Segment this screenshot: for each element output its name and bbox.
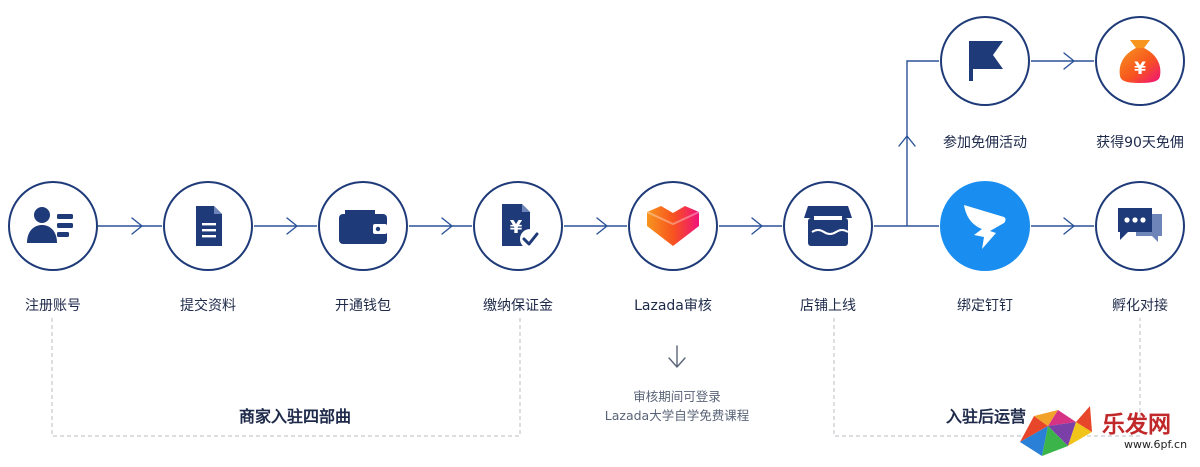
arrow-head <box>751 217 763 235</box>
onboarding-bracket <box>51 318 521 437</box>
operation-bracket <box>833 318 1141 437</box>
arrow-head <box>131 217 143 235</box>
step-dingtalk-circle <box>940 181 1030 271</box>
chat-bubble-icon <box>1114 204 1166 248</box>
arrow-head <box>1063 217 1075 235</box>
watermark-logo <box>1020 406 1092 456</box>
step-submit-circle <box>163 181 253 271</box>
lazada-heart-icon <box>644 204 702 248</box>
operation-section-title: 入驻后运营 <box>946 407 1027 426</box>
step-campaign-label: 参加免佣活动 <box>943 135 1027 151</box>
step-incubate-circle <box>1095 181 1185 271</box>
wallet-icon <box>335 204 391 248</box>
step-deposit-circle: ¥ <box>473 181 563 271</box>
step-submit-label: 提交资料 <box>180 298 236 314</box>
step-shop-circle <box>783 181 873 271</box>
storefront-icon <box>802 202 854 250</box>
review-note: 审核期间可登录 Lazada大学自学免费课程 <box>567 387 787 425</box>
step-incubate-label: 孵化对接 <box>1112 298 1168 314</box>
onboarding-section-title: 商家入驻四部曲 <box>239 407 352 426</box>
user-card-icon <box>25 203 81 249</box>
step-register-circle <box>8 181 98 271</box>
arrow-head <box>1063 52 1075 70</box>
connector-branch-up <box>906 60 939 226</box>
watermark-url: www.6pf.cn <box>1124 438 1188 451</box>
watermark-brand: 乐发网 <box>1102 411 1171 438</box>
step-free90-circle: ¥ <box>1095 16 1185 106</box>
review-note-line1: 审核期间可登录 <box>633 389 721 404</box>
dingtalk-icon <box>960 199 1010 253</box>
step-review-label: Lazada审核 <box>634 298 712 314</box>
document-icon <box>188 203 228 249</box>
arrow-head-up <box>898 135 916 147</box>
review-note-line2: Lazada大学自学免费课程 <box>604 408 750 423</box>
step-review-circle <box>628 181 718 271</box>
step-dingtalk-label: 绑定钉钉 <box>957 298 1013 314</box>
step-deposit-label: 缴纳保证金 <box>483 298 553 314</box>
arrow-head <box>441 217 453 235</box>
step-campaign-circle <box>940 16 1030 106</box>
arrow-head <box>596 217 608 235</box>
step-free90-label: 获得90天免佣 <box>1096 135 1184 151</box>
step-wallet-label: 开通钱包 <box>335 298 391 314</box>
step-wallet-circle <box>318 181 408 271</box>
svg-text:¥: ¥ <box>510 217 523 238</box>
arrow-head-down <box>668 357 686 368</box>
arrow-head <box>286 217 298 235</box>
flag-icon <box>963 37 1007 85</box>
yuan-check-document-icon: ¥ <box>494 201 542 251</box>
money-bag-yuan-icon: ¥ <box>1116 36 1164 86</box>
step-shop-label: 店铺上线 <box>800 298 856 314</box>
svg-text:¥: ¥ <box>1134 59 1146 79</box>
step-register-label: 注册账号 <box>25 298 81 314</box>
